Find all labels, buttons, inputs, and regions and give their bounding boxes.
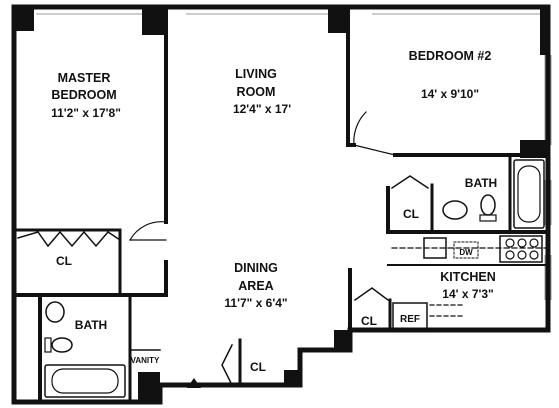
dining-area-label-1: DINING (234, 261, 278, 275)
refrigerator-label: REF (400, 314, 420, 325)
master-bath-label: BATH (75, 318, 107, 332)
closet-entry-label: CL (250, 360, 266, 374)
dining-area-label-2: AREA (238, 279, 273, 293)
refrigerator (392, 302, 428, 330)
kitchen-label: KITCHEN (440, 270, 496, 284)
vanity-label: VANITY (131, 356, 160, 365)
bath2-label: BATH (465, 176, 497, 190)
living-room-label-2: ROOM (237, 85, 276, 99)
master-bedroom-label-2: BEDROOM (51, 88, 116, 102)
entry-arrow-icon (187, 378, 201, 388)
closet-master-door (17, 230, 122, 248)
living-room-dims: 12'4" x 17' (233, 102, 291, 116)
sink-bath2 (442, 200, 468, 220)
dishwasher (453, 241, 479, 259)
dishwasher-label: DW (459, 248, 473, 257)
door-bedroom2 (353, 111, 396, 156)
bedroom2-label: BEDROOM #2 (409, 49, 492, 63)
bedroom2-dims: 14' x 9'10" (421, 87, 479, 101)
tub-master-bath (44, 364, 126, 398)
columns (14, 7, 548, 402)
kitchen-sink (423, 237, 447, 259)
sink-master-bath (45, 301, 65, 323)
closet-bath2-label: CL (403, 207, 419, 221)
master-bedroom-dims: 11'2" x 17'8" (51, 106, 121, 120)
toilet-master-bath (51, 337, 73, 353)
toilet-bath2 (480, 194, 496, 216)
walls (11, 4, 551, 405)
closet-master-label: CL (56, 254, 72, 268)
door-master (129, 221, 167, 241)
master-bedroom-label-1: MASTER (58, 71, 111, 85)
kitchen-dims: 14' x 7'3" (442, 287, 493, 301)
dining-area-dims: 11'7" x 6'4" (224, 296, 287, 310)
living-room-label-1: LIVING (235, 67, 277, 81)
closet-kitchen-label: CL (361, 314, 377, 328)
stove (499, 235, 543, 263)
tub-bath2 (513, 159, 545, 229)
outer-wall (11, 4, 551, 405)
